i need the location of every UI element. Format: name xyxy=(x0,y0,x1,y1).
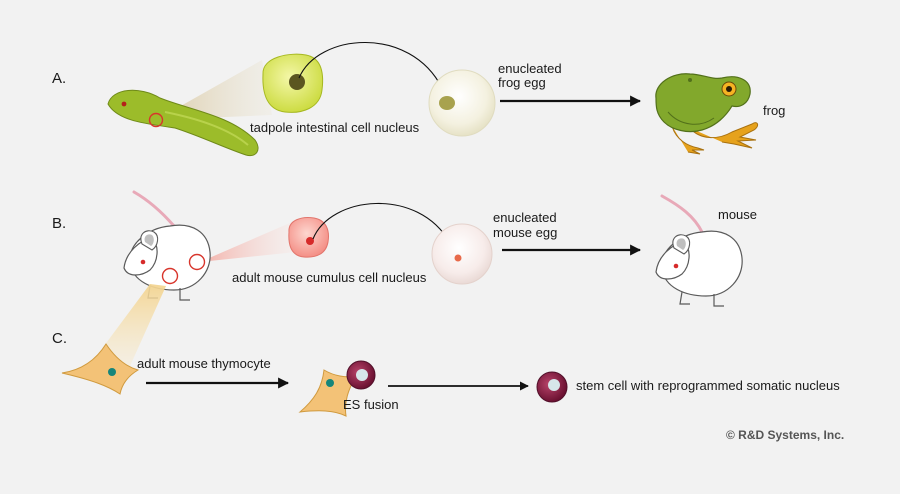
mouse-icon-result xyxy=(655,194,743,307)
mouse-icon-source xyxy=(123,190,211,301)
row-b-egg-label-2: mouse egg xyxy=(493,225,558,240)
row-c-fusion-label: ES fusion xyxy=(343,397,399,412)
copyright-notice: © R&D Systems, Inc. xyxy=(726,428,845,442)
row-c-result-label: stem cell with reprogrammed somatic nucl… xyxy=(576,378,840,393)
row-a xyxy=(107,42,759,157)
row-b-letter: B. xyxy=(52,215,67,232)
stem-cell-icon xyxy=(536,371,568,403)
tadpole-icon xyxy=(107,89,259,157)
transfer-arrow-a xyxy=(298,42,443,89)
magnify-cone-a xyxy=(156,60,272,120)
row-b-donor-label: adult mouse cumulus cell nucleus xyxy=(232,270,427,285)
row-c-letter: C. xyxy=(52,330,67,347)
row-a-letter: A. xyxy=(52,70,67,87)
fusion-cell-icon xyxy=(298,360,376,417)
frog-icon xyxy=(655,73,759,155)
donor-cell-icon-b xyxy=(288,217,329,258)
transfer-arrow-b xyxy=(312,202,451,244)
row-c-donor-label: adult mouse thymocyte xyxy=(137,356,271,371)
thymocyte-icon xyxy=(61,343,140,395)
donor-cell-icon-a xyxy=(262,53,324,113)
row-b-egg-label-1: enucleated xyxy=(493,210,557,225)
egg-icon-a xyxy=(428,69,496,137)
magnify-cone-c xyxy=(98,284,166,366)
row-b xyxy=(123,190,743,307)
egg-icon-b xyxy=(431,223,493,285)
row-a-donor-label: tadpole intestinal cell nucleus xyxy=(250,120,420,135)
magnify-cone-b xyxy=(200,222,296,262)
row-b-result-label: mouse xyxy=(718,207,758,222)
row-a-egg-label-2: frog egg xyxy=(498,75,546,90)
row-a-egg-label-1: enucleated xyxy=(498,61,562,76)
row-a-result-label: frog xyxy=(763,103,786,118)
row-c xyxy=(61,284,568,417)
